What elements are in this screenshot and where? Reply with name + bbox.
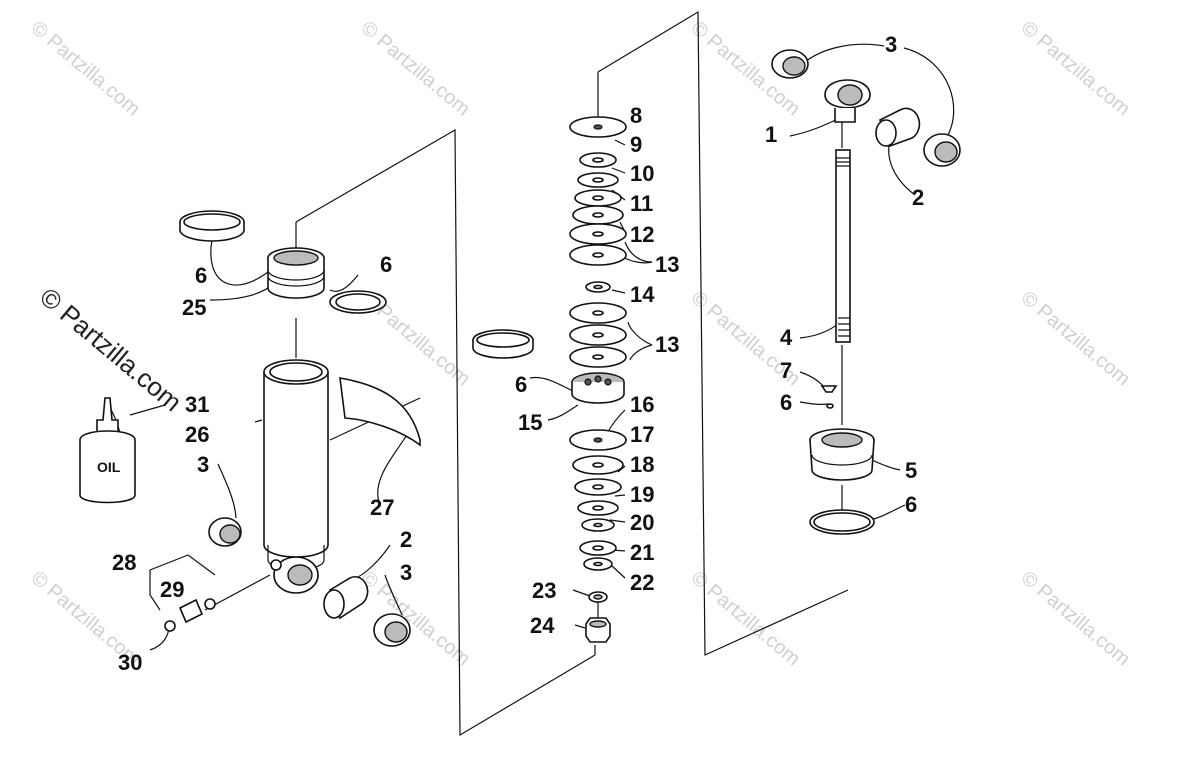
callout-6: 6 xyxy=(195,263,207,288)
callout-15: 15 xyxy=(518,410,542,435)
callout-18: 18 xyxy=(630,452,654,477)
callout-3: 3 xyxy=(885,32,897,57)
spacer xyxy=(323,575,369,620)
watermark: © Partzilla.com xyxy=(1017,567,1134,670)
schrader-valve xyxy=(178,598,216,624)
callout-5: 5 xyxy=(905,458,917,483)
watermark: © Partzilla.com xyxy=(1017,17,1134,120)
callout-13: 13 xyxy=(655,332,679,357)
callout-29: 29 xyxy=(160,577,184,602)
heat-shield xyxy=(339,377,421,447)
shaft-assembly xyxy=(771,49,961,535)
watermark: © Partzilla.com xyxy=(1017,287,1134,390)
callout-27: 27 xyxy=(370,495,394,520)
oil-bottle: OIL xyxy=(79,397,136,504)
callout-25: 25 xyxy=(182,295,206,320)
bushing xyxy=(373,613,411,647)
callout-3: 3 xyxy=(400,560,412,585)
callout-31: 31 xyxy=(185,392,209,417)
callout-22: 22 xyxy=(630,570,654,595)
callout-2: 2 xyxy=(400,527,412,552)
oil-bottle-label: OIL xyxy=(97,459,121,475)
watermark-main: © Partzilla.com xyxy=(34,282,187,418)
callout-20: 20 xyxy=(630,510,654,535)
valve-cap xyxy=(164,620,176,632)
watermark: © Partzilla.com xyxy=(357,567,474,670)
callout-9: 9 xyxy=(630,132,642,157)
callout-2: 2 xyxy=(912,185,924,210)
callout-17: 17 xyxy=(630,422,654,447)
callout-1: 1 xyxy=(765,122,777,147)
seal-head xyxy=(267,247,325,299)
left-panel-outline xyxy=(295,128,596,737)
middle-panel-outline xyxy=(597,10,849,656)
callout-21: 21 xyxy=(630,540,654,565)
o-ring xyxy=(329,290,387,314)
callout-14: 14 xyxy=(630,282,655,307)
watermark: © Partzilla.com xyxy=(357,17,474,120)
callout-7: 7 xyxy=(780,358,792,383)
callout-16: 16 xyxy=(630,392,654,417)
callout-6: 6 xyxy=(380,252,392,277)
shock-body-assembly xyxy=(164,210,421,647)
callout-23: 23 xyxy=(532,578,556,603)
watermarks: © Partzilla.com © Partzilla.com © Partzi… xyxy=(27,17,1134,670)
callout-28: 28 xyxy=(112,550,136,575)
callout-4: 4 xyxy=(780,325,793,350)
callout-12: 12 xyxy=(630,222,654,247)
callout-6: 6 xyxy=(515,372,527,397)
callout-11: 11 xyxy=(630,191,653,216)
shock-cylinder xyxy=(263,359,329,594)
callout-24: 24 xyxy=(530,613,555,638)
callout-10: 10 xyxy=(630,161,654,186)
callout-26: 26 xyxy=(185,422,209,447)
callout-30: 30 xyxy=(118,650,142,675)
wear-band xyxy=(179,210,245,242)
callout-19: 19 xyxy=(630,482,654,507)
callouts: 3 1 2 4 7 6 5 6 8 9 10 11 12 13 14 13 6 … xyxy=(112,32,924,675)
panel-outlines xyxy=(295,10,849,737)
callout-8: 8 xyxy=(630,103,642,128)
shim-stack xyxy=(569,116,627,643)
watermark: © Partzilla.com xyxy=(27,17,144,120)
callout-3: 3 xyxy=(197,452,209,477)
callout-6: 6 xyxy=(780,390,792,415)
callout-13: 13 xyxy=(655,252,679,277)
callout-6: 6 xyxy=(905,492,917,517)
wear-band xyxy=(472,329,534,359)
bushing xyxy=(208,517,242,547)
